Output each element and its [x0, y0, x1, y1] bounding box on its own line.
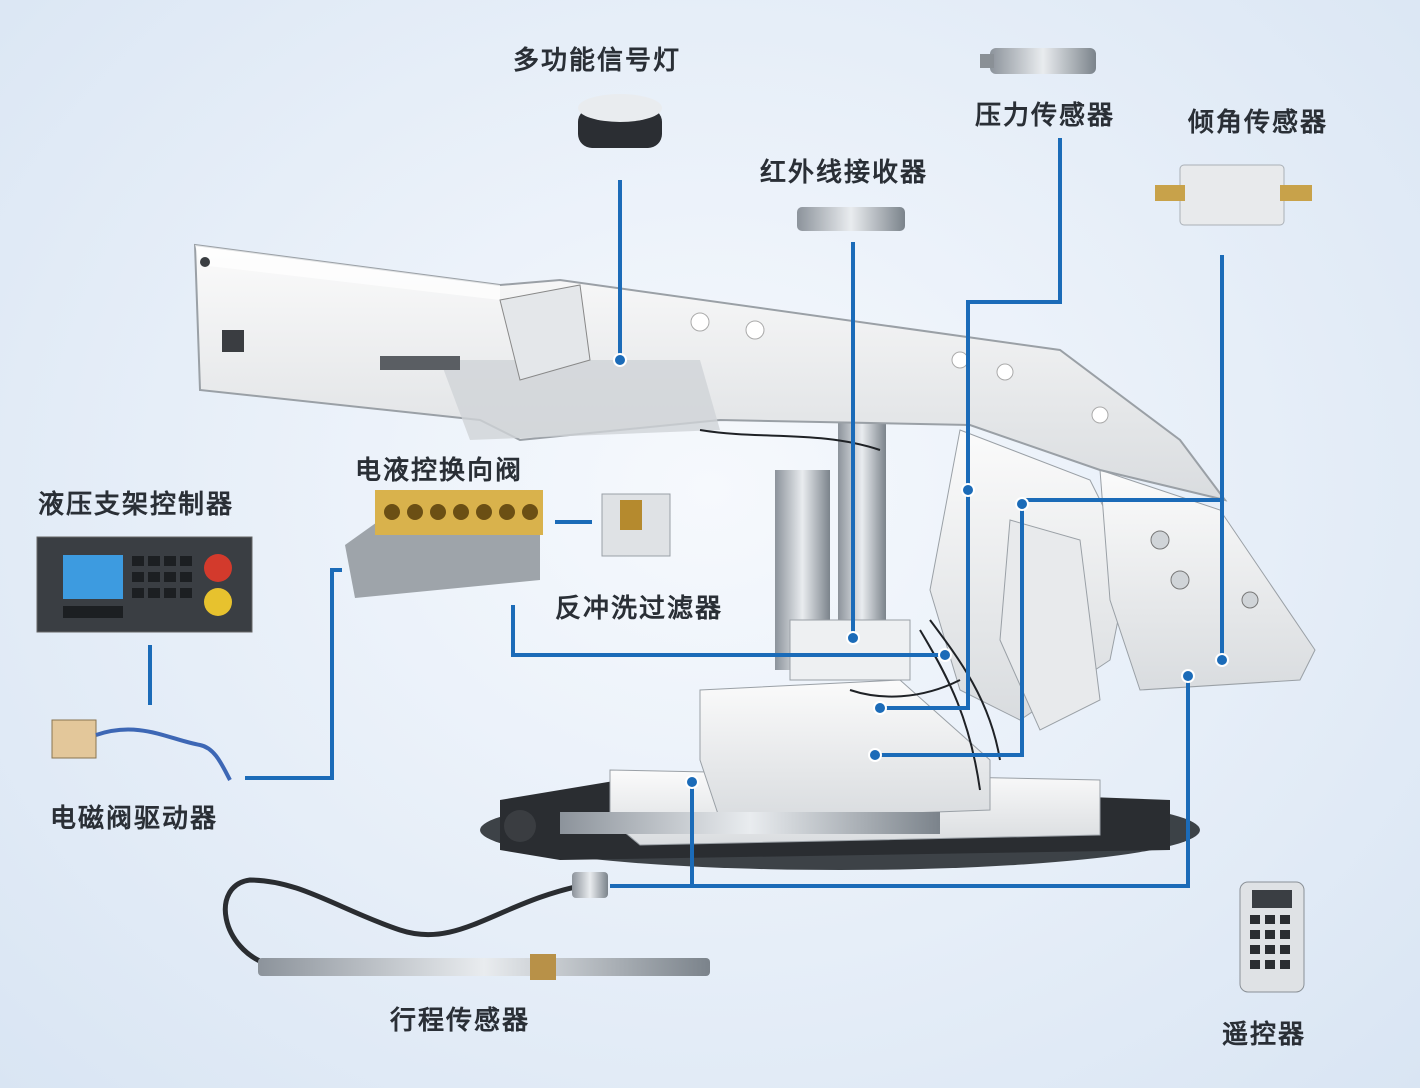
- leader-lines: [148, 138, 1224, 888]
- label-ehc-valve: 电液控换向阀: [355, 456, 524, 486]
- dot-pressure: [961, 483, 975, 497]
- solenoid-driver-device: [51, 719, 232, 781]
- label-support-controller: 液压支架控制器: [38, 490, 235, 520]
- support-base: [500, 679, 1170, 860]
- dot-stroke-base: [685, 775, 699, 789]
- label-infrared-receiver: 红外线接收器: [760, 158, 929, 188]
- dot-tilt-mid: [868, 748, 882, 762]
- leader-pressure-sensor: [966, 138, 1062, 490]
- dot-rear: [1181, 669, 1195, 683]
- label-backflush-filter: 反冲洗过滤器: [555, 594, 724, 624]
- leader-tilt-mid: [875, 500, 1024, 757]
- remote-control-device: [1239, 881, 1305, 993]
- canopy: [193, 243, 1228, 502]
- hydraulic-columns: [775, 420, 911, 681]
- leader-pressure-bottom: [880, 490, 970, 710]
- dot-ehc: [938, 648, 952, 662]
- stroke-sensor-device: [222, 872, 710, 980]
- leader-stroke-sensor: [610, 676, 1190, 888]
- label-remote-control: 遥控器: [1222, 1020, 1307, 1050]
- rear-shield: [929, 429, 1316, 731]
- dot-tilt: [1215, 653, 1229, 667]
- label-signal-light: 多功能信号灯: [513, 46, 682, 76]
- tilt-sensor-device: [1155, 164, 1312, 226]
- dot-signal-light: [613, 353, 627, 367]
- cable-bundle: [699, 429, 1001, 791]
- leader-dots: [613, 353, 1229, 789]
- pressure-sensor-device: [980, 48, 1096, 74]
- infrared-receiver-device: [797, 207, 905, 231]
- label-solenoid-driver: 电磁阀驱动器: [50, 804, 219, 834]
- support-controller-device: [36, 536, 253, 633]
- label-stroke-sensor: 行程传感器: [390, 1006, 531, 1036]
- ehc-valve-device: [345, 490, 543, 598]
- backflush-filter-device: [601, 493, 671, 557]
- dot-pressure-bottom: [873, 701, 887, 715]
- leader-ehc-valve: [511, 605, 945, 657]
- dot-infrared: [846, 631, 860, 645]
- label-tilt-sensor: 倾角传感器: [1188, 108, 1329, 138]
- leader-solenoid: [245, 568, 342, 780]
- signal-light-device: [578, 94, 662, 148]
- dot-tilt-branch: [1015, 497, 1029, 511]
- label-pressure-sensor: 压力传感器: [975, 101, 1116, 131]
